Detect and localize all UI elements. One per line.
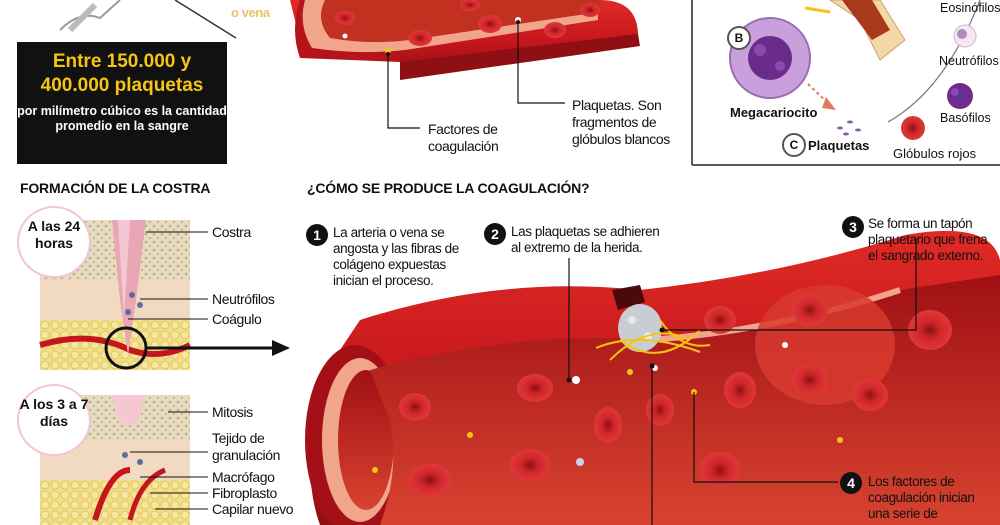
red-blood-cell (792, 294, 828, 326)
platelet-count-box: Entre 150.000 y 400.000 plaquetas por mi… (17, 42, 227, 164)
red-blood-cell (399, 393, 431, 421)
platelet-count-heading: Entre 150.000 y 400.000 plaquetas (40, 51, 204, 96)
coagulation-factor (837, 437, 843, 443)
coagulacion-section-title: ¿CÓMO SE PRODUCE LA COAGULACIÓN? (307, 180, 590, 196)
letter-c-marker: C (782, 133, 806, 157)
red-blood-cell (510, 449, 550, 481)
label-costra: Costra (212, 224, 251, 240)
red-blood-cell (408, 30, 432, 46)
label-macrofago: Macrófago (212, 469, 275, 485)
step-1-badge: 1 (306, 224, 328, 246)
label-basofilos: Basófilos (940, 111, 991, 125)
red-blood-cell (408, 464, 452, 496)
red-blood-cell (724, 372, 756, 408)
syringe-sketch (59, 0, 121, 33)
platelet (782, 342, 788, 348)
label-megacariocito: Megacariocito (730, 105, 818, 120)
letter-b-marker: B (727, 26, 751, 50)
red-blood-cell (852, 379, 888, 411)
arrow-right-icon (272, 340, 290, 356)
eosinophil-cell (953, 24, 977, 48)
red-blood-cell (792, 364, 828, 396)
basophil-cell (947, 83, 973, 109)
step-4-text: Los factores de coagulación inician una … (868, 474, 975, 521)
label-factores-coagulacion: Factores de coagulación (428, 121, 499, 154)
platelet (572, 376, 580, 384)
fibrin-mesh (595, 319, 711, 361)
red-blood-cell (704, 306, 736, 334)
red-blood-cell (478, 15, 502, 33)
platelet (576, 458, 584, 466)
red-blood-cell (580, 3, 600, 17)
label-plaquetas-c: Plaquetas (808, 138, 870, 153)
label-fibroplasto: Fibroplasto (212, 485, 277, 501)
label-coagulo: Coágulo (212, 311, 262, 327)
platelets-small (837, 120, 861, 136)
label-capilar-nuevo: Capilar nuevo (212, 501, 294, 517)
step-1-text: La arteria o vena se angosta y las fibra… (333, 225, 459, 288)
coagulation-factor (627, 369, 633, 375)
main-vessel (305, 230, 1000, 525)
platelet-count-note: por milímetro cúbico es la cantidad prom… (17, 104, 227, 133)
label-neutrofilos: Neutrófilos (212, 291, 275, 307)
coagulation-factor (372, 467, 378, 473)
red-blood-cell (335, 11, 355, 25)
step-3-text: Se forma un tapón plaquetario que frena … (868, 216, 988, 263)
pointer-line (174, 0, 237, 39)
costra-section-title: FORMACIÓN DE LA COSTRA (20, 180, 211, 196)
stage-3-7d-badge: A los 3 a 7 días (17, 384, 91, 456)
label-plaquetas-fragmentos: Plaquetas. Son fragmentos de glóbulos bl… (572, 97, 670, 147)
bone-marrow (829, 0, 906, 61)
red-blood-cell (460, 0, 480, 11)
red-blood-cell (594, 407, 622, 443)
label-globulos-rojos: Glóbulos rojos (893, 146, 977, 161)
label-neutrofilos-top: Neutrófilos (939, 54, 999, 68)
coagulation-factor (467, 432, 473, 438)
red-blood-cell (908, 310, 952, 350)
red-blood-cell (517, 374, 553, 402)
red-blood-cell (700, 452, 740, 488)
platelet (342, 33, 348, 39)
stage-24h-badge: A las 24 horas (17, 206, 91, 278)
red-blood-cell (544, 22, 566, 38)
step-3-badge: 3 (842, 216, 864, 238)
platelet-plug (618, 304, 662, 352)
partial-vessel-text: o vena (231, 5, 270, 20)
coagulation-factor (385, 48, 391, 54)
label-tejido-granulacion: Tejido de granulación (212, 430, 280, 463)
step-4-badge: 4 (840, 472, 862, 494)
label-eosinofilos: Eosinófilos (940, 1, 1000, 15)
step-2-text: Las plaquetas se adhieren al extremo de … (511, 224, 660, 255)
step-2-badge: 2 (484, 223, 506, 245)
top-vessel (290, 0, 640, 80)
red-cell-sample (901, 116, 925, 140)
red-blood-cell (646, 394, 674, 426)
label-mitosis: Mitosis (212, 404, 253, 420)
